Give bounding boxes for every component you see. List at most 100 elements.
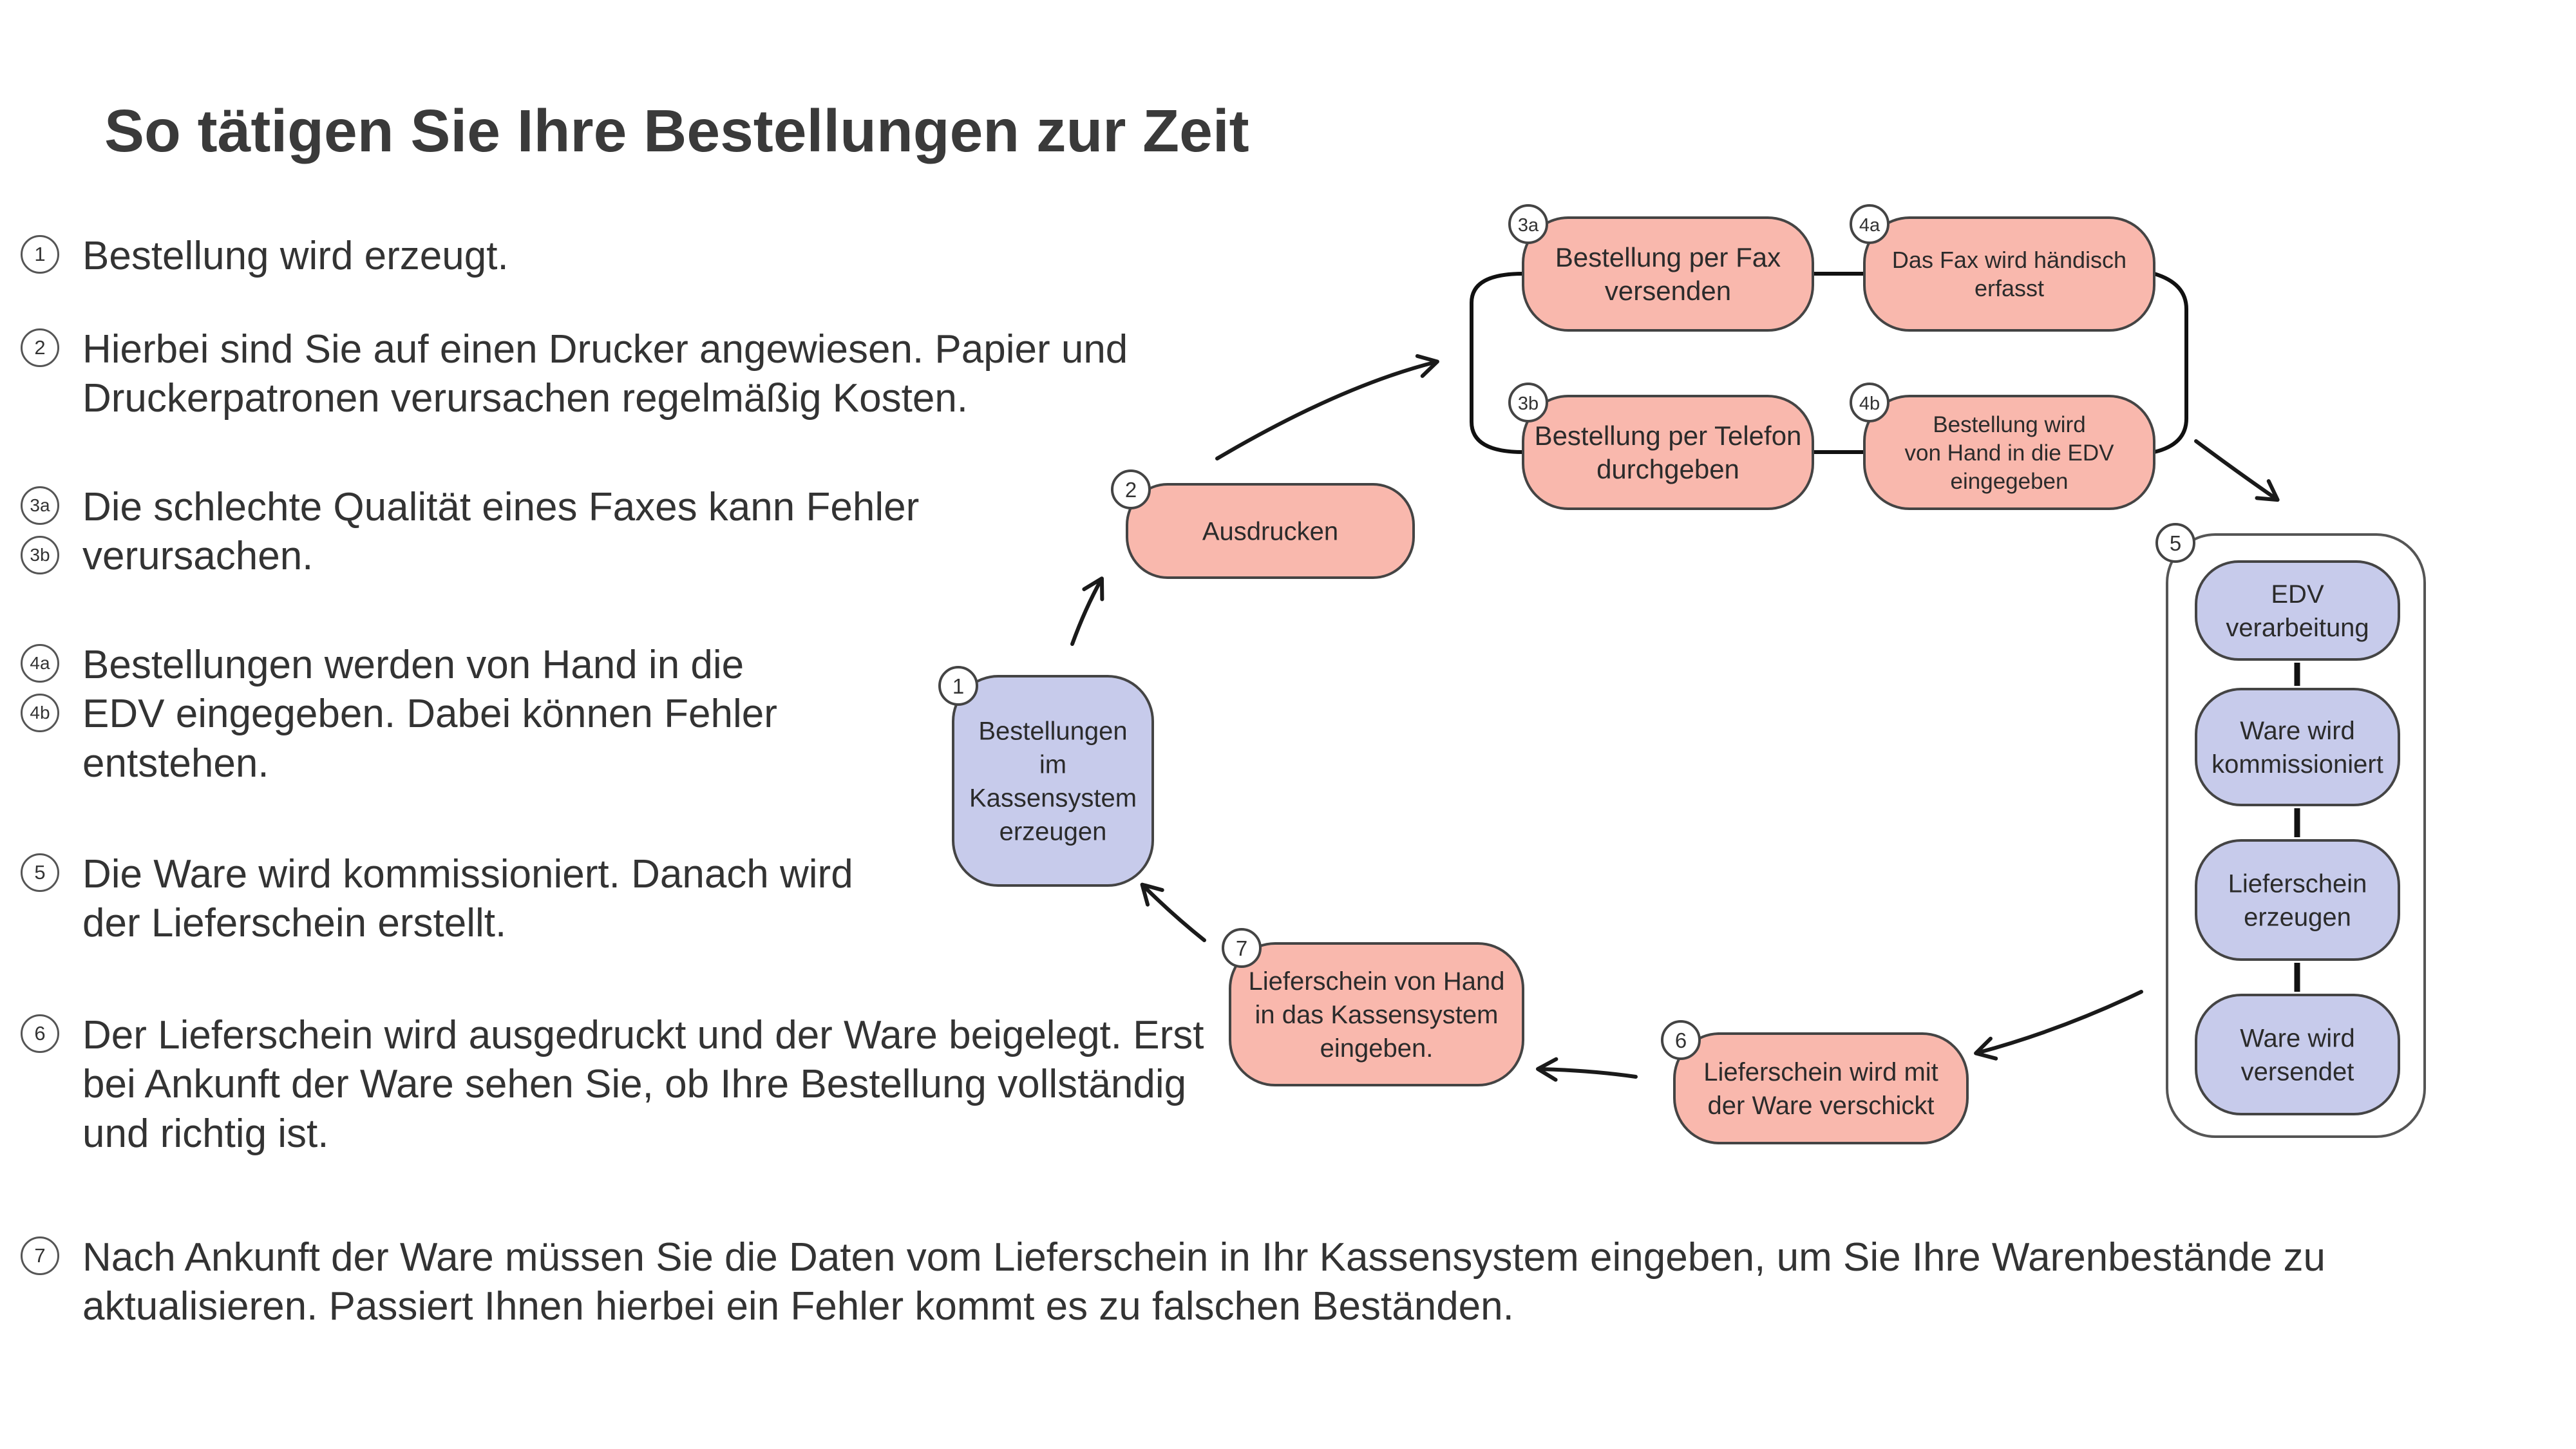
step-number-badge: 4b [21, 694, 59, 732]
step-text: Bestellung wird erzeugt. [82, 232, 509, 281]
step-text-line: und richtig ist. [82, 1111, 329, 1156]
node-box [2195, 994, 2400, 1115]
flow-arrow [1536, 1057, 1638, 1082]
flow-arrow [2194, 439, 2280, 502]
node-label-line: kommissioniert [2211, 750, 2383, 779]
node-label-line: EDV [2271, 580, 2324, 609]
step-text-line: verursachen. [82, 534, 314, 579]
node-number-badge: 2 [1125, 478, 1137, 502]
node-n3a: Bestellung per Fax versenden 3a [1508, 204, 1814, 332]
node-label-line: Bestellung per Telefon [1535, 421, 1802, 451]
node-label-line: Bestellungen [978, 717, 1127, 746]
step-text-line: Bestellung wird erzeugt. [82, 234, 509, 278]
step-text-line: Die schlechte Qualität eines Faxes kann … [82, 485, 920, 529]
node-box [1522, 216, 1814, 332]
node-box [1863, 216, 2155, 332]
step-number-badge: 7 [21, 1236, 59, 1275]
step-item: 6 Der Lieferschein wird ausgedruckt und d… [21, 1011, 1204, 1159]
step-item: 1 Bestellung wird erzeugt. [21, 232, 509, 281]
node-box [2195, 560, 2400, 661]
flow-arrow [1974, 990, 2143, 1061]
node-label-line: eingeben. [1320, 1034, 1434, 1063]
node-box [2195, 688, 2400, 806]
step-badges: 5 [21, 853, 59, 903]
step-text: Die schlechte Qualität eines Faxes kann … [82, 483, 919, 582]
step-text-line: der Lieferschein erstellt. [82, 901, 507, 946]
step-item: 2 Hierbei sind Sie auf einen Drucker ange… [21, 325, 1128, 424]
node-n5b: Ware wird kommissioniert [2195, 688, 2400, 806]
node-number-badge: 7 [1236, 936, 1247, 960]
node-label-line: versenden [1605, 276, 1731, 306]
node-label-line: Ware wird [2240, 717, 2355, 745]
node-box [2195, 839, 2400, 961]
branch-bracket-left [1470, 272, 1524, 454]
node-label-line: Bestellung wird [1933, 412, 2085, 437]
step-text: Nach Ankunft der Ware müssen Sie die Dat… [82, 1233, 2325, 1332]
node-badge-circle [1508, 383, 1548, 422]
step-badges: 7 [21, 1236, 59, 1286]
node-label-line: Lieferschein von Hand [1248, 967, 1504, 996]
step-number-badge: 4a [21, 644, 59, 683]
node-label-line: im [1039, 751, 1066, 779]
step-text-line: Bestellungen werden von Hand in die [82, 643, 744, 687]
branch-bracket-right [2154, 272, 2188, 454]
node-badge-circle [1661, 1020, 1701, 1060]
node-label-line: in das Kassensystem [1255, 1001, 1499, 1029]
flow-arrow [1215, 354, 1439, 460]
step-text: Die Ware wird kommissioniert. Danach wir… [82, 850, 853, 949]
connectors: 5 [1470, 272, 2426, 1138]
node-number-badge: 1 [952, 674, 964, 698]
node-label-line: versendet [2241, 1058, 2354, 1086]
node-label-line: der Ware verschickt [1708, 1092, 1935, 1120]
node-n7: Lieferschein von Hand in das Kassensystem… [1222, 928, 1524, 1086]
node-box [952, 675, 1154, 887]
step5-group-badge-circle [2155, 523, 2195, 563]
node-label-line: verarbeitung [2226, 614, 2369, 642]
step-number-badge: 1 [21, 235, 59, 274]
step-badges: 6 [21, 1014, 59, 1064]
node-box [1126, 483, 1415, 579]
step-text-line: Druckerpatronen verursachen regelmäßig K… [82, 376, 969, 421]
node-number-badge: 3b [1518, 393, 1539, 414]
flow-arrow [1140, 882, 1206, 942]
step-text-line: entstehen. [82, 741, 269, 786]
node-box [1863, 395, 2155, 510]
node-number-badge: 4a [1859, 215, 1880, 236]
step-number-badge: 2 [21, 328, 59, 367]
step-item: 7 Nach Ankunft der Ware müssen Sie die Da… [21, 1233, 2325, 1332]
step-text-line: Der Lieferschein wird ausgedruckt und de… [82, 1013, 1204, 1057]
step-text-line: aktualisieren. Passiert Ihnen hierbei ei… [82, 1284, 1514, 1329]
step-number-badge: 3b [21, 536, 59, 574]
step-text-line: Die Ware wird kommissioniert. Danach wir… [82, 852, 853, 896]
node-number-badge: 3a [1518, 215, 1539, 236]
node-label-line: Lieferschein [2228, 870, 2367, 898]
node-badge-circle [1850, 204, 1889, 244]
node-box [1673, 1032, 1969, 1144]
node-n5a: EDV verarbeitung [2195, 560, 2400, 661]
step-badges: 2 [21, 328, 59, 378]
page-title: So tätigen Sie Ihre Bestellungen zur Zei… [104, 97, 1249, 164]
node-badge-circle [1222, 928, 1262, 968]
node-badge-circle [938, 666, 978, 706]
node-box [1229, 942, 1524, 1086]
node-label-line: Bestellung per Fax [1555, 242, 1781, 272]
node-label-line: erzeugen [999, 818, 1107, 846]
step-number-badge: 3a [21, 486, 59, 525]
node-badge-circle [1111, 469, 1151, 509]
step-text-line: Nach Ankunft der Ware müssen Sie die Dat… [82, 1235, 2325, 1280]
node-label-line: Das Fax wird händisch [1892, 247, 2126, 273]
step-text: Hierbei sind Sie auf einen Drucker angew… [82, 325, 1128, 424]
node-label-line: Kassensystem [969, 784, 1137, 813]
